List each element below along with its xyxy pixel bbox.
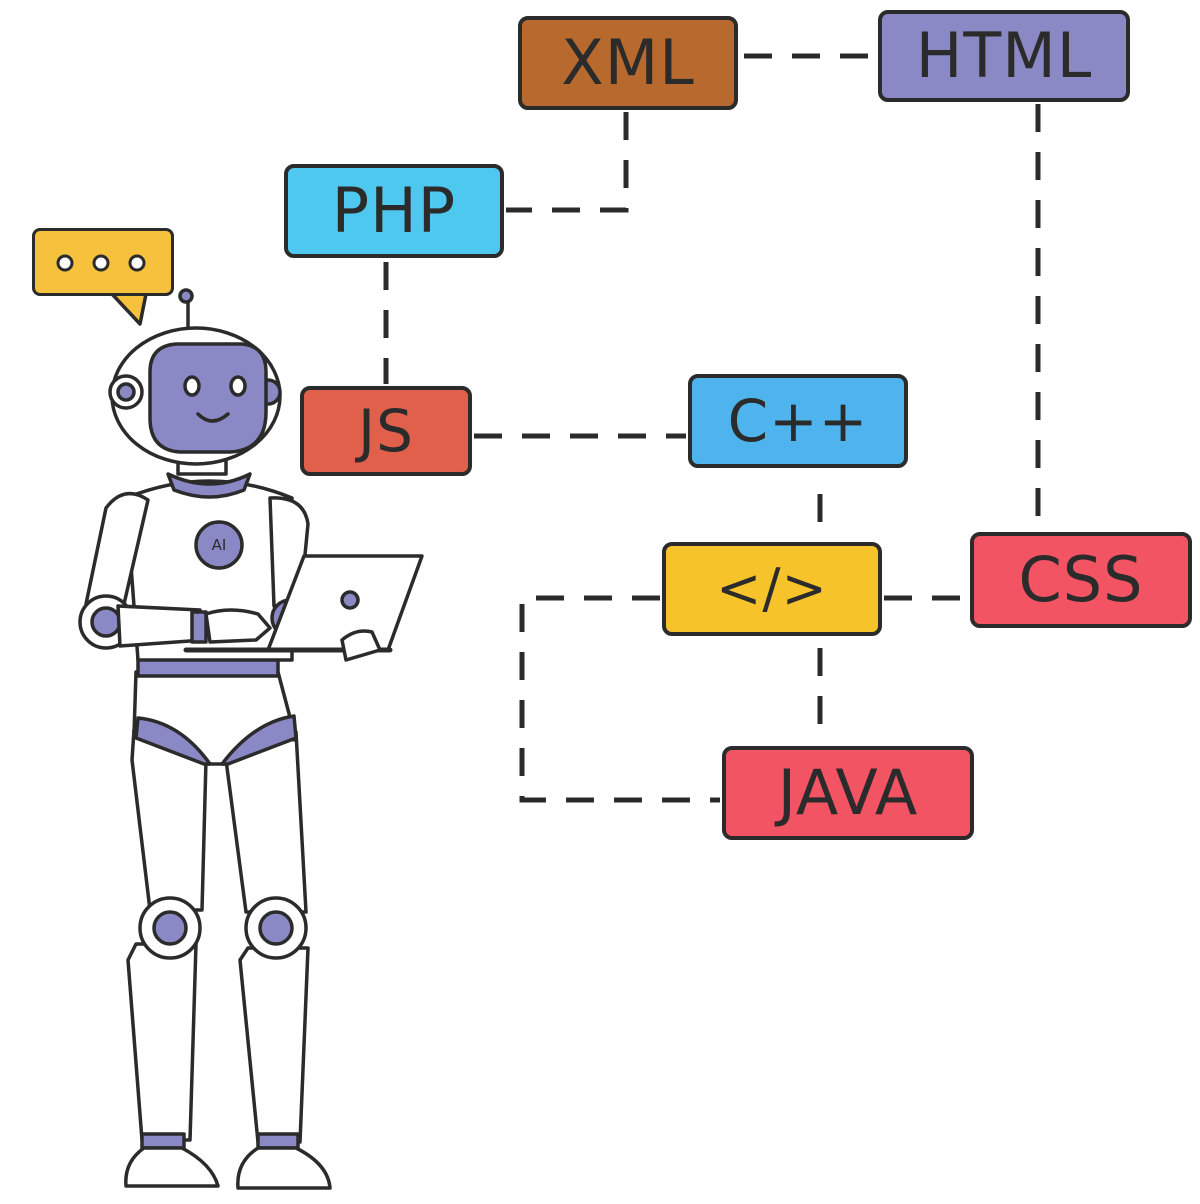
node-xml-label: XML xyxy=(561,26,695,99)
robot-left-arm xyxy=(84,491,150,606)
edge-xml-php xyxy=(506,112,629,213)
node-cpp[interactable]: C++ xyxy=(688,374,908,468)
node-js-label: JS xyxy=(358,397,414,465)
speech-bubble xyxy=(32,228,174,296)
edge-code-java-loop xyxy=(519,595,720,803)
ellipsis-icon xyxy=(56,254,146,272)
node-php-label: PHP xyxy=(331,174,457,247)
node-css[interactable]: CSS xyxy=(970,532,1192,628)
robot-face xyxy=(148,342,268,454)
node-cpp-label: C++ xyxy=(727,387,869,455)
node-html[interactable]: HTML xyxy=(878,10,1130,102)
speech-bubble-tail xyxy=(110,292,148,326)
ai-badge-icon xyxy=(194,520,244,570)
node-xml[interactable]: XML xyxy=(518,16,738,110)
node-java-label: JAVA xyxy=(777,756,919,829)
robot-smile xyxy=(196,412,230,423)
robot-left-foot xyxy=(124,1146,220,1188)
node-css-label: CSS xyxy=(1018,543,1144,616)
node-php[interactable]: PHP xyxy=(284,164,504,258)
node-code[interactable]: </> xyxy=(662,542,882,636)
chest-badge-text: AI xyxy=(211,536,227,554)
robot-right-foot xyxy=(236,1146,332,1190)
node-js[interactable]: JS xyxy=(300,386,472,476)
node-html-label: HTML xyxy=(915,19,1093,92)
robot-right-eye xyxy=(229,375,247,397)
robot-left-eye xyxy=(183,375,201,397)
node-java[interactable]: JAVA xyxy=(722,746,974,840)
node-code-label: </> xyxy=(716,557,828,620)
